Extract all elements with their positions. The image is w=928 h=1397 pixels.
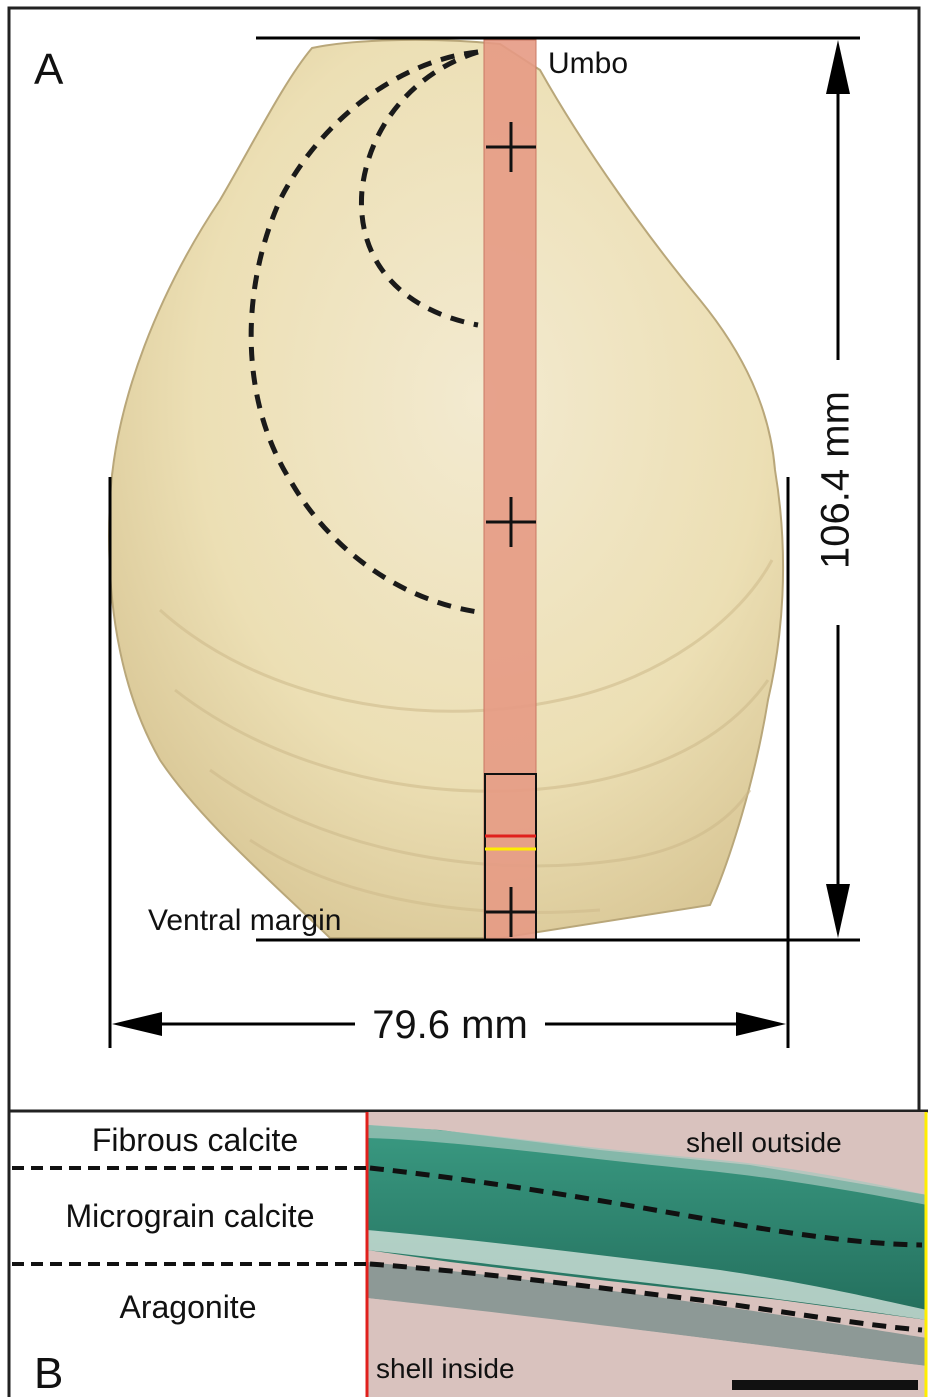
aragonite-label: Aragonite — [120, 1289, 257, 1325]
height-label: 106.4 mm — [814, 391, 858, 569]
panel-a: A 1 — [9, 8, 919, 1111]
umbo-label: Umbo — [548, 47, 628, 80]
fibrous-calcite-label: Fibrous calcite — [92, 1122, 298, 1158]
section-strip — [484, 40, 536, 940]
shell-outside-label: shell outside — [686, 1127, 842, 1158]
micrograin-calcite-label: Micrograin calcite — [66, 1198, 315, 1234]
panel-b-letter: B — [34, 1349, 63, 1397]
scale-bar — [732, 1380, 918, 1390]
shell-inside-label: shell inside — [376, 1353, 515, 1384]
panel-b: Fibrous calcite Micrograin calcite Arago… — [9, 1111, 928, 1397]
ventral-margin-label: Ventral margin — [148, 904, 341, 937]
width-label: 79.6 mm — [372, 1003, 528, 1047]
panel-a-letter: A — [34, 45, 64, 94]
